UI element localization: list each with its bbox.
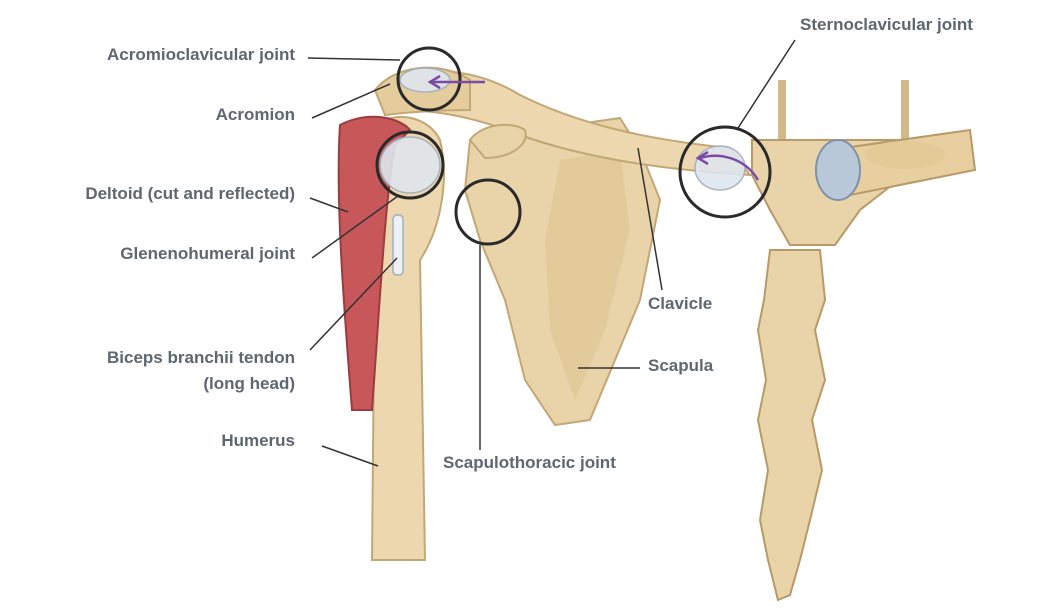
leader-sternoclavicular [738, 40, 795, 128]
sternum [752, 140, 905, 600]
leader-humerus [322, 446, 378, 466]
label-biceps-tendon-line2: (long head) [203, 373, 295, 395]
vessels [782, 80, 905, 140]
label-humerus: Humerus [221, 430, 295, 452]
biceps-tendon [393, 215, 403, 275]
label-scapulothoracic-joint: Scapulothoracic joint [443, 452, 616, 474]
label-glenohumeral-joint: Glenenohumeral joint [120, 243, 295, 265]
leader-acromioclavicular [308, 58, 400, 60]
label-deltoid: Deltoid (cut and reflected) [85, 183, 295, 205]
label-acromion: Acromion [216, 104, 295, 126]
leader-acromion [312, 84, 390, 118]
label-biceps-tendon-line1: Biceps branchii tendon [107, 347, 295, 369]
opposite-sternoclavicular-disc [816, 140, 860, 200]
opposite-clavicle-marrow [865, 141, 945, 169]
label-sternoclavicular-joint: Sternoclavicular joint [800, 14, 973, 36]
label-scapula: Scapula [648, 355, 713, 377]
label-clavicle: Clavicle [648, 293, 712, 315]
label-acromioclavicular-joint: Acromioclavicular joint [107, 44, 295, 66]
